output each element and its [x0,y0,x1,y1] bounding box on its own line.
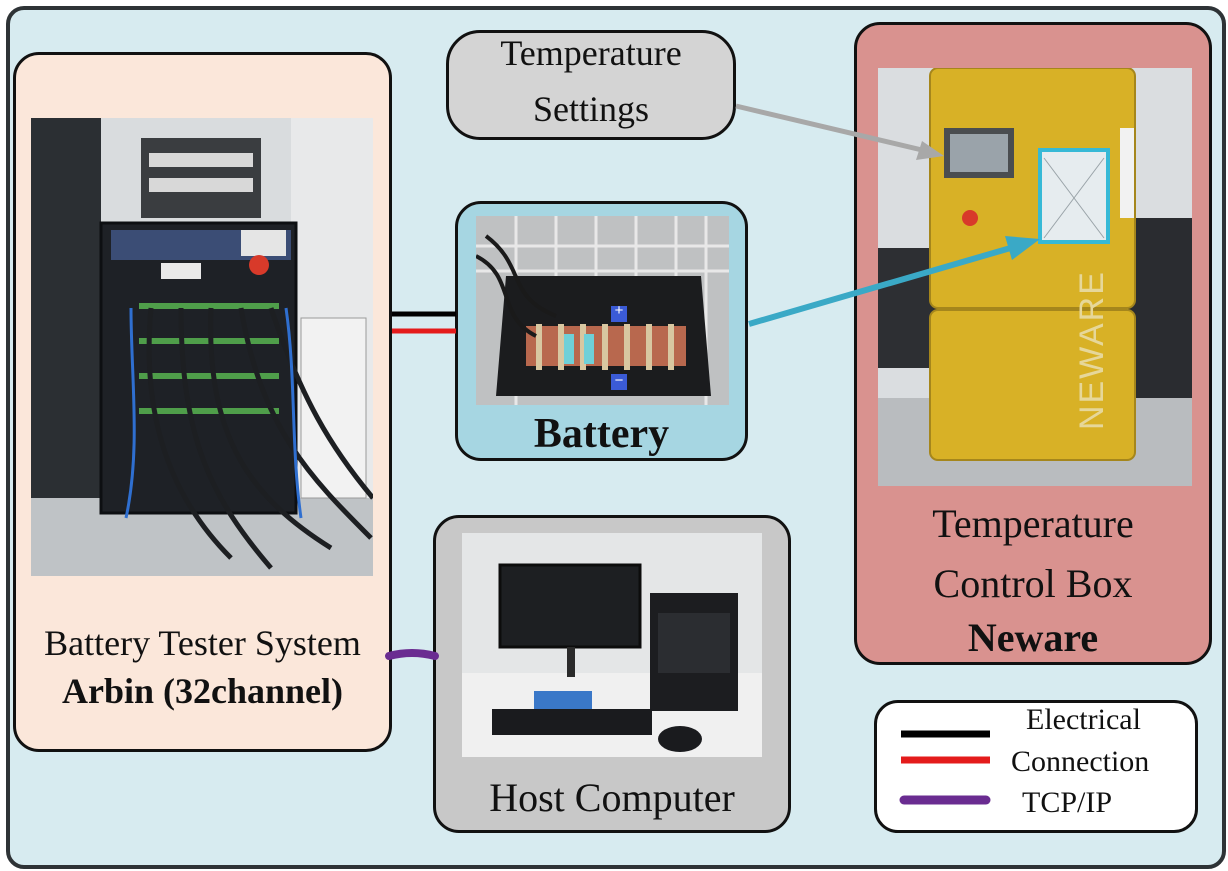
battery-photo [476,216,729,405]
arbin-tester-photo [31,118,373,576]
legend-electrical-line2: Connection [1011,745,1150,778]
host-computer-label: Host Computer [489,775,735,820]
temperature-settings-line1: Temperature [500,33,682,73]
control-box-line1: Temperature [932,501,1134,546]
tester-label-line2: Arbin (32channel) [61,671,344,711]
neware-chamber-photo [878,68,1192,486]
legend-electrical-line1: Electrical [1026,703,1141,736]
control-box-line3: Neware [967,615,1099,660]
neware-brand-mark: NEWARE [1072,270,1111,431]
battery-minus-symbol: − [614,372,624,389]
battery-plus-symbol: + [614,302,624,319]
control-box-line2: Control Box [933,561,1133,606]
battery-label: Battery [533,411,670,457]
temperature-settings-line2: Settings [532,89,649,129]
legend-box [874,700,1198,833]
tester-label-line1: Battery Tester System [44,623,361,663]
host-computer-photo [462,533,762,757]
temperature-settings-panel [446,30,736,140]
legend-tcp-ip: TCP/IP [1022,786,1113,819]
